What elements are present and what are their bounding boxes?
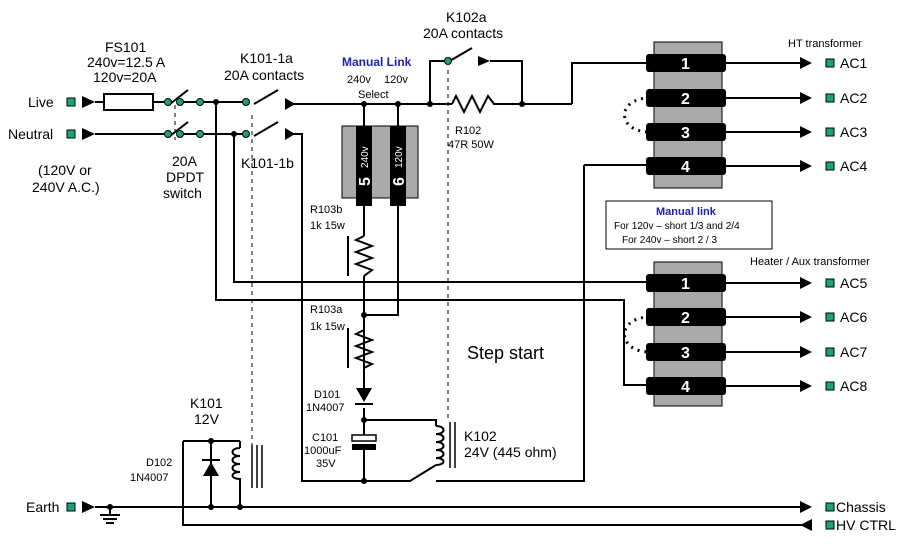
d101-part: 1N4007 [306,402,345,414]
d101-diode-icon [356,388,372,402]
aux-title: Heater / Aux transformer [750,256,870,268]
arrows [82,56,812,531]
neutral-label: Neutral [8,126,53,142]
k102-value: 24V (445 ohm) [464,444,557,460]
manual-link-title: Manual Link [342,55,412,69]
ht-title: HT transformer [788,38,862,50]
k101-core [251,445,263,488]
junctions [164,57,452,138]
ht-pins [646,54,726,175]
ac2-label: AC2 [840,90,867,106]
earth-icon [100,514,120,524]
d102-diode-icon [203,462,219,476]
switch-line-2: DPDT [166,169,205,185]
k101-1a-name: K101-1a [240,50,293,66]
wires [95,60,812,526]
switch-contacts [169,47,473,137]
aux-pin-3: 3 [681,345,690,362]
ht-pin-4: 4 [681,159,690,176]
link-pin-6 [390,126,406,206]
link-pin-6-number: 6 [391,177,408,186]
k101-1a-contacts: 20A contacts [224,67,304,83]
c101-value: 1000uF [304,445,342,457]
ac3-label: AC3 [840,124,867,140]
ht-pin-1: 1 [681,56,690,73]
aux-pins [646,274,726,395]
link-pin-5 [356,126,372,206]
link-pin-5-voltage: 240v [360,146,371,168]
switch-line-1: 20A [172,153,198,169]
r103b-value: 1k 15w [310,220,345,232]
r103b-name: R103b [310,204,342,216]
link-block [341,125,419,199]
r102-value: 47R 50W [448,139,494,151]
earth-label: Earth [26,499,59,515]
ac7-label: AC7 [840,344,867,360]
link-pin-6-voltage: 120v [394,146,405,168]
r102-resistor [451,93,497,115]
switch-line-3: switch [163,185,202,201]
r103a-value: 1k 15w [310,321,345,333]
ac1-label: AC1 [840,55,867,71]
r103a-name: R103a [310,304,343,316]
input-note-2: 240V A.C.) [32,179,100,195]
select-240v: 240v [347,74,371,86]
fuse-rating-240: 240v=12.5 A [87,54,166,70]
manual-link-box [605,200,773,250]
r103b-resistor [353,235,375,277]
chassis-label: Chassis [836,499,886,515]
manual-link-box-title: Manual link [656,206,717,218]
select-120v: 120v [384,74,408,86]
d102-name: D102 [146,457,172,469]
d102-part: 1N4007 [130,472,169,484]
k101-coil [231,447,241,486]
k102a-name: K102a [446,9,487,25]
k101-1b-name: K101-1b [241,155,294,171]
ac5-label: AC5 [840,275,867,291]
select-label: Select [358,89,389,101]
mechanical-links [174,70,449,445]
fuse-name: FS101 [105,39,146,55]
k101-name: K101 [190,395,223,411]
r103a-resistor [353,329,375,369]
aux-pin-2: 2 [681,310,690,327]
hv-ctrl-label: HV CTRL [836,517,896,533]
step-start-label: Step start [467,343,544,363]
k102-coil [435,425,445,466]
link-pin-5-number: 5 [357,177,374,186]
k102-core [449,422,456,468]
c101-voltage: 35V [316,458,336,470]
ht-pin-3: 3 [681,125,690,142]
nodes [107,99,525,510]
manual-link-box-line-2: For 240v – short 2 / 3 [622,235,717,246]
k102a-contacts: 20A contacts [423,25,503,41]
k102-name: K102 [464,428,497,444]
input-note-1: (120V or [38,162,92,178]
k101-value: 12V [194,411,220,427]
manual-link-box-line-1: For 120v – short 1/3 and 2/4 [614,221,740,232]
ht-pin-2: 2 [681,91,690,108]
aux-pin-4: 4 [681,379,690,396]
fuse [103,93,154,111]
aux-pin-1: 1 [681,276,690,293]
terminals [66,58,835,530]
ac8-label: AC8 [840,378,867,394]
ac6-label: AC6 [840,309,867,325]
ac4-label: AC4 [840,158,867,174]
c101-name: C101 [312,432,338,444]
r102-name: R102 [455,125,481,137]
fuse-rating-120: 120v=20A [93,69,157,85]
d101-name: D101 [314,389,340,401]
c101-capacitor-plate [352,444,376,450]
live-label: Live [28,94,54,110]
c101-capacitor [351,434,377,442]
